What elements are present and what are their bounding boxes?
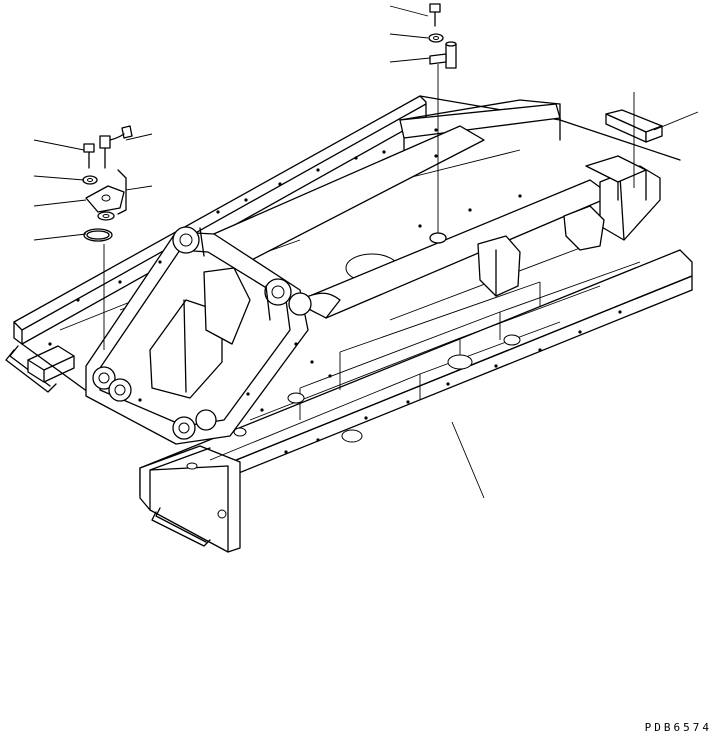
drawing-code: PDB6574 (644, 721, 712, 734)
leader-lines (33, 5, 699, 499)
detail-dots (48, 128, 622, 454)
sensor-bolt-group-left (82, 125, 133, 350)
pin-bolt-group-top (428, 3, 457, 244)
main-frame-rail (139, 249, 693, 553)
revolving-frame-tower (85, 226, 312, 445)
center-beam (199, 125, 661, 319)
